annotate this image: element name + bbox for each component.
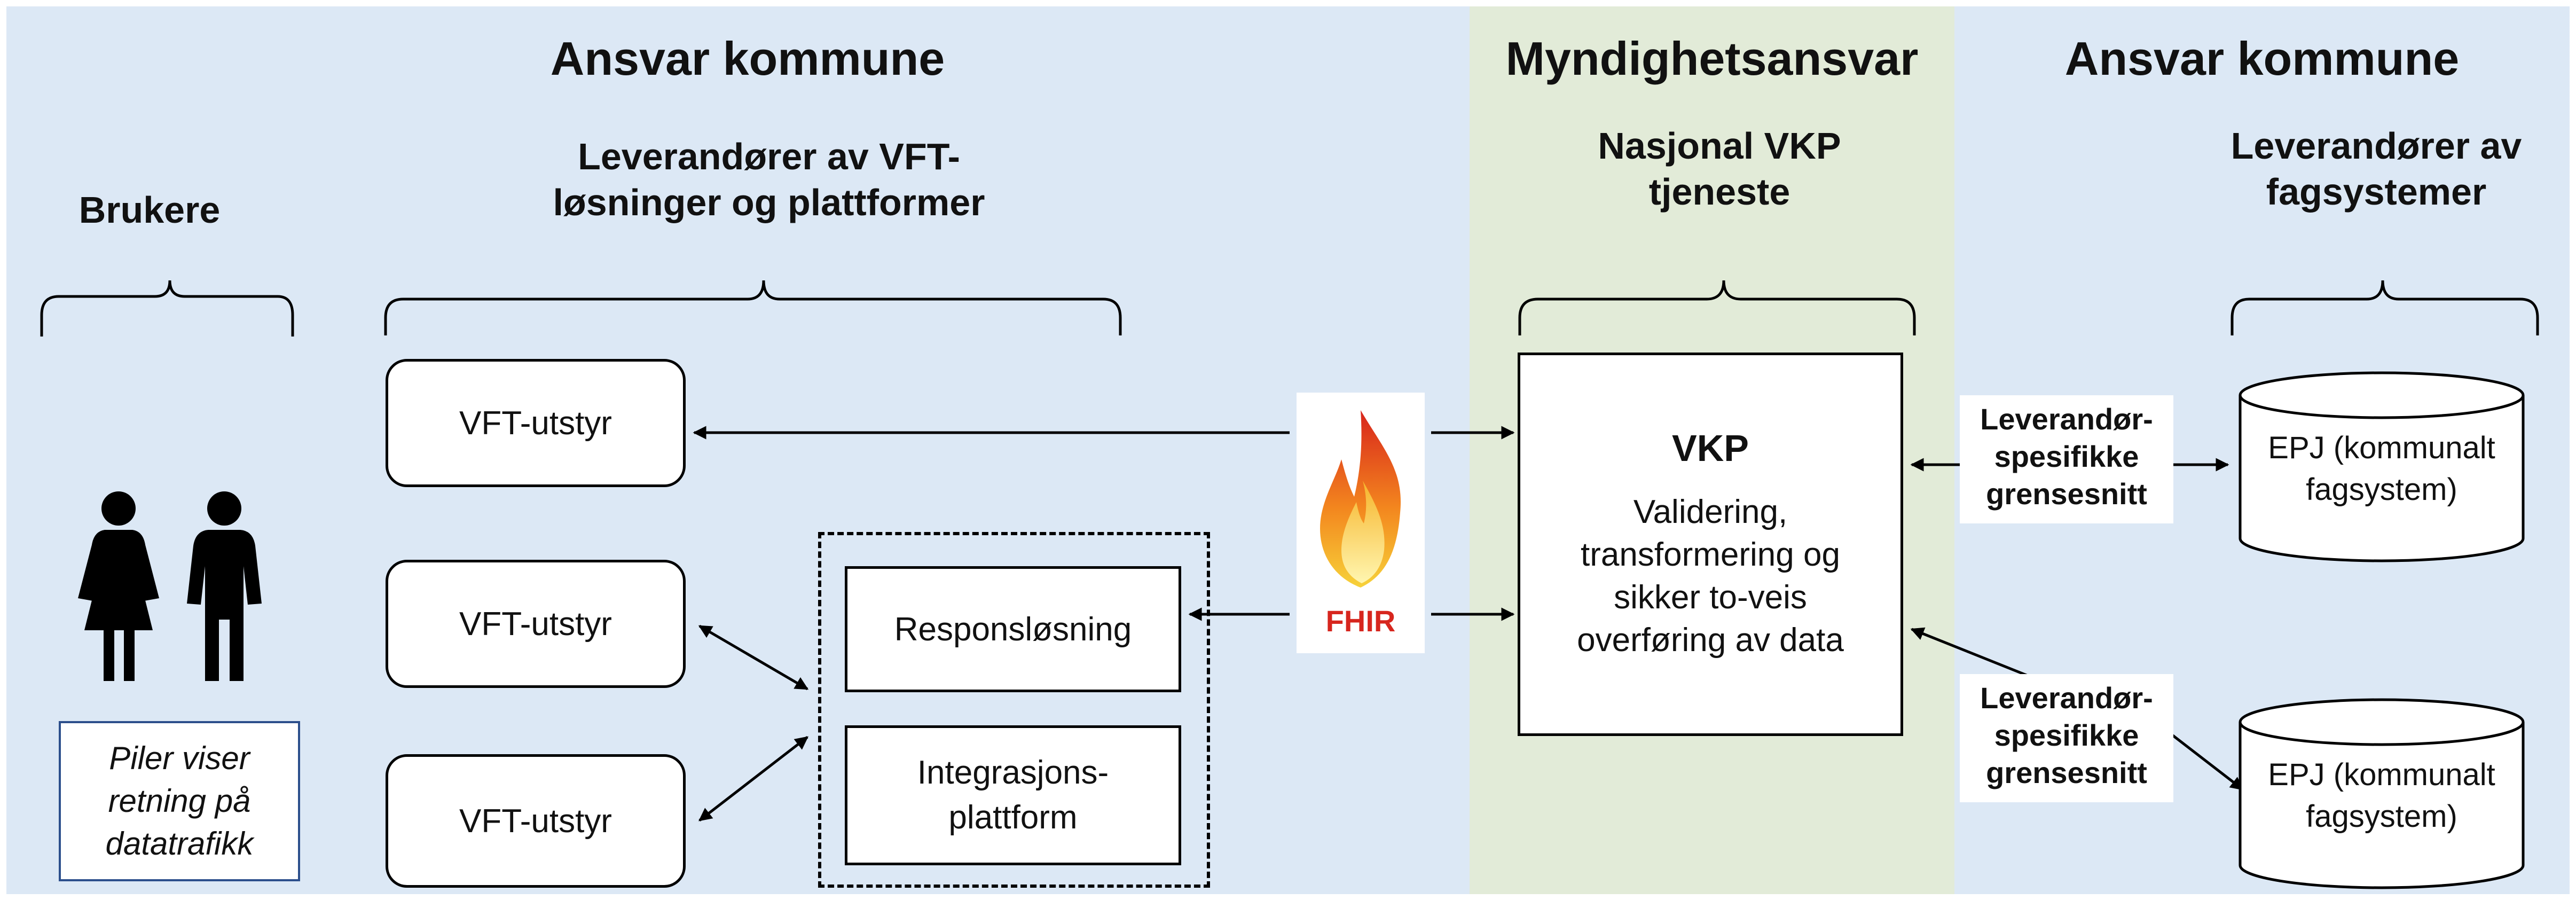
- fag-suppliers-heading: Leverandører av fagsystemer: [2231, 125, 2522, 213]
- vft-equipment-box-3: VFT-utstyr: [386, 754, 686, 888]
- response-solution-label: Responsløsning: [894, 611, 1132, 648]
- vft-equipment-box-1: VFT-utstyr: [386, 359, 686, 487]
- users-brace: [40, 280, 294, 336]
- fhir-label: FHIR: [1325, 604, 1396, 638]
- arrow-vft2-platform: [698, 624, 809, 691]
- header-middle: Myndighetsansvar: [1505, 32, 1919, 85]
- vft-suppliers-heading: Leverandører av VFT-løsninger og plattfo…: [553, 136, 985, 223]
- epj-label-top: EPJ (kommunalt fagsystem): [2268, 431, 2495, 507]
- vft-equipment-label-2: VFT-utstyr: [459, 605, 612, 643]
- vkp-description: Validering, transformering og sikker to-…: [1577, 494, 1844, 659]
- integration-platform-box: Integrasjons-plattform: [845, 725, 1181, 865]
- national-service-heading: Nasjonal VKP tjeneste: [1598, 125, 1841, 213]
- arrow-vft3-platform: [698, 736, 808, 821]
- interface-label-top-text: Leverandør-spesifikke grensesnitt: [1980, 402, 2153, 511]
- vkp-box: VKP Validering, transformering og sikker…: [1518, 353, 1903, 736]
- male-person-icon: [187, 491, 262, 681]
- arrow-vkp-to-epj-bottom: [2167, 731, 2244, 791]
- interface-label-bottom-text: Leverandør-spesifikke grensesnitt: [1980, 681, 2153, 789]
- interface-label-bottom: Leverandør-spesifikke grensesnitt: [1960, 674, 2173, 802]
- epj-database-top: [2239, 371, 2525, 562]
- interface-label-top: Leverandør-spesifikke grensesnitt: [1960, 395, 2173, 523]
- national-service-brace: [1518, 280, 1916, 335]
- vkp-title: VKP: [1672, 427, 1749, 469]
- header-left: Ansvar kommune: [550, 32, 945, 85]
- legend-note-text: Piler viser retning på datatrafikk: [105, 740, 254, 862]
- epj-label-bottom: EPJ (kommunalt fagsystem): [2268, 757, 2495, 834]
- response-solution-box: Responsløsning: [845, 566, 1181, 692]
- users-heading: Brukere: [78, 189, 221, 231]
- header-right: Ansvar kommune: [2064, 32, 2460, 85]
- fag-suppliers-brace: [2231, 280, 2539, 335]
- integration-platform-label: Integrasjons-plattform: [917, 754, 1109, 836]
- female-person-icon: [78, 491, 159, 681]
- vft-suppliers-brace: [384, 280, 1122, 335]
- platform-group: [818, 532, 1210, 888]
- legend-note: Piler viser retning på datatrafikk: [59, 721, 300, 881]
- vft-equipment-label-3: VFT-utstyr: [459, 802, 612, 840]
- fhir-flame-icon: [1297, 393, 1425, 653]
- epj-database-bottom: [2239, 698, 2525, 889]
- vft-equipment-box-2: VFT-utstyr: [386, 560, 686, 688]
- vft-equipment-label-1: VFT-utstyr: [459, 404, 612, 442]
